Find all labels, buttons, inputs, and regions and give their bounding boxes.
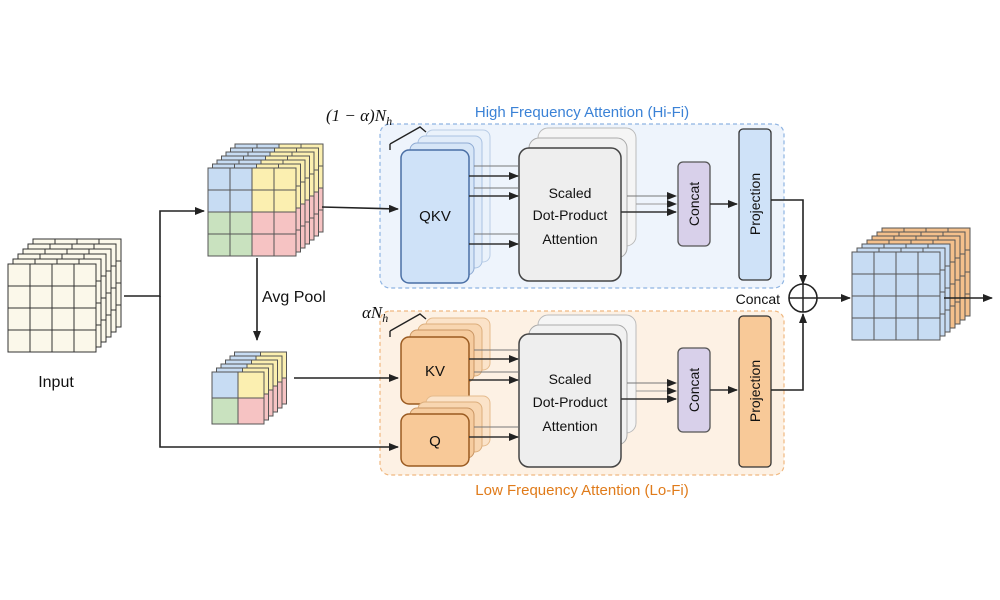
lofi-projection-label: Projection — [747, 360, 763, 422]
feature-tensor-cell — [229, 211, 253, 235]
hifi-heads-bracket — [389, 126, 427, 150]
pooled-tensor-cell — [237, 397, 265, 425]
input-tensor-cell — [29, 263, 53, 287]
feature-tensor-cell — [207, 189, 231, 213]
input-tensor-cell — [7, 263, 31, 287]
kv-label: KV — [425, 363, 445, 380]
output-tensor-cell — [873, 317, 897, 341]
lofi-sdpa-box — [518, 333, 622, 468]
output-tensor — [851, 227, 971, 341]
output-tensor-cell — [873, 251, 897, 275]
feature-tensor-cell — [273, 167, 297, 191]
output-tensor-cell — [895, 251, 919, 275]
output-tensor-cell — [895, 317, 919, 341]
lofi-heads-bracket — [389, 313, 427, 337]
output-tensor-cell — [851, 251, 875, 275]
lofi-sdpa-line3: Attention — [542, 418, 597, 434]
input-tensor-cell — [29, 285, 53, 309]
feature-tensor-cell — [229, 167, 253, 191]
qkv-label: QKV — [419, 208, 451, 225]
feature-tensor-cell — [229, 233, 253, 257]
hifi-title: High Frequency Attention (Hi-Fi) — [475, 104, 689, 121]
feature-tensor-cell — [273, 189, 297, 213]
colored-feature-tensor — [207, 143, 324, 257]
concat-merge-label: Concat — [736, 291, 780, 307]
output-tensor-cell — [917, 251, 941, 275]
pooled-feature-tensor — [211, 351, 287, 425]
feature-tensor-cell — [207, 167, 231, 191]
lofi-title: Low Frequency Attention (Lo-Fi) — [475, 482, 688, 499]
output-tensor-cell — [917, 317, 941, 341]
input-tensor-cell — [29, 307, 53, 331]
pooled-tensor-cell — [237, 371, 265, 399]
feature-tensor-cell — [251, 211, 275, 235]
input-trunk-line — [124, 207, 205, 297]
hifi-sdpa-line2: Dot-Product — [533, 207, 608, 223]
hifi-sdpa-line1: Scaled — [549, 185, 592, 201]
input-tensor-cell — [7, 307, 31, 331]
feature-tensor-cell — [251, 233, 275, 257]
input-label: Input — [38, 374, 74, 391]
lofi-projection-box — [738, 315, 772, 468]
output-tensor-cell — [917, 295, 941, 319]
lofi-sdpa-line1: Scaled — [549, 371, 592, 387]
feature-tensor-cell — [251, 167, 275, 191]
feature-tensor-cell — [207, 211, 231, 235]
hifi-concat-label: Concat — [686, 182, 702, 226]
avg-pool-label: Avg Pool — [262, 289, 326, 306]
tensor-to-qkv-arrow — [321, 204, 399, 213]
pooled-tensor-cell — [211, 371, 239, 399]
output-tensor-cell — [873, 273, 897, 297]
input-tensor — [7, 238, 122, 353]
lofi-heads-label: αNh — [362, 303, 388, 325]
q-box — [400, 413, 470, 467]
output-tensor-cell — [873, 295, 897, 319]
output-tensor-cell — [851, 295, 875, 319]
input-tensor-cell — [73, 263, 97, 287]
feature-tensor-cell — [229, 189, 253, 213]
input-tensor-cell — [51, 285, 75, 309]
hifi-projection-box — [738, 128, 772, 281]
input-tensor-cell — [73, 307, 97, 331]
hifi-sdpa-line3: Attention — [542, 231, 597, 247]
pooled-tensor-cell — [211, 397, 239, 425]
output-tensor-cell — [851, 317, 875, 341]
input-tensor-cell — [51, 263, 75, 287]
lofi-to-merge-line — [771, 313, 807, 391]
output-tensor-cell — [895, 273, 919, 297]
input-tensor-cell — [7, 329, 31, 353]
feature-tensor-cell — [273, 233, 297, 257]
feature-tensor-cell — [251, 189, 275, 213]
input-tensor-cell — [73, 329, 97, 353]
lofi-sdpa-line2: Dot-Product — [533, 394, 608, 410]
hifi-sdpa-box — [518, 147, 622, 282]
output-tensor-cell — [895, 295, 919, 319]
input-tensor-cell — [29, 329, 53, 353]
q-label: Q — [429, 433, 441, 450]
hifi-projection-label: Projection — [747, 173, 763, 235]
qkv-box — [400, 149, 470, 284]
lofi-concat-label: Concat — [686, 368, 702, 412]
input-tensor-cell — [7, 285, 31, 309]
input-to-q-line — [159, 296, 399, 451]
hifi-heads-label: (1 − α)Nh — [326, 106, 392, 128]
feature-tensor-cell — [207, 233, 231, 257]
hifi-to-merge-line — [771, 199, 807, 285]
input-tensor-cell — [51, 329, 75, 353]
output-tensor-cell — [851, 273, 875, 297]
feature-tensor-cell — [273, 211, 297, 235]
output-tensor-cell — [917, 273, 941, 297]
input-tensor-cell — [73, 285, 97, 309]
input-tensor-cell — [51, 307, 75, 331]
